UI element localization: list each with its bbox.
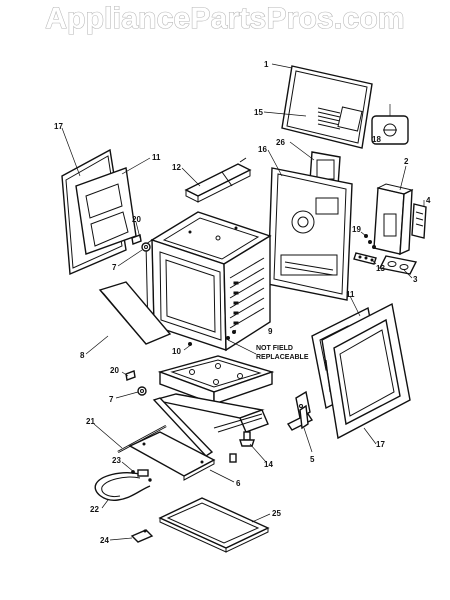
callout-7-lower: 7 <box>109 395 114 404</box>
callout-18: 18 <box>372 135 381 144</box>
part-rod-21 <box>117 424 167 454</box>
callout-25: 25 <box>272 509 281 518</box>
callout-12: 12 <box>172 163 181 172</box>
callout-8: 8 <box>80 351 85 360</box>
callout-5: 5 <box>310 455 315 464</box>
callout-22: 22 <box>90 505 99 514</box>
part-top-channel <box>184 157 252 203</box>
callout-11-left: 11 <box>152 153 161 162</box>
part-outer-door <box>321 302 411 440</box>
leader-lines <box>61 63 425 541</box>
callout-17-left: 17 <box>54 122 63 131</box>
callout-7-upper: 7 <box>112 263 117 272</box>
callout-21: 21 <box>86 417 95 426</box>
oven-cavity <box>145 211 272 352</box>
callout-2: 2 <box>404 157 409 166</box>
callout-13: 13 <box>376 264 385 273</box>
callout-4: 4 <box>426 196 431 205</box>
part-leveling-leg <box>229 431 255 463</box>
part-bracket-4 <box>411 203 427 239</box>
note-line-2: REPLACEABLE <box>256 354 309 361</box>
callout-19: 19 <box>352 225 361 234</box>
callout-17-right: 17 <box>376 440 385 449</box>
part-lower-frame <box>152 393 269 457</box>
part-screw-lower <box>125 370 147 396</box>
callout-26: 26 <box>276 138 285 147</box>
callout-1: 1 <box>264 60 269 69</box>
callout-15: 15 <box>254 108 263 117</box>
callout-20-upper: 20 <box>132 215 141 224</box>
part-drawer-pan <box>158 497 270 553</box>
callout-20-lower: 20 <box>110 366 119 375</box>
part-strain-relief <box>378 255 418 275</box>
part-bake-element <box>94 469 152 501</box>
part-oven-bottom <box>157 355 275 406</box>
callout-14: 14 <box>264 460 273 469</box>
callout-9: 9 <box>268 327 273 336</box>
part-door-hinge <box>286 390 314 431</box>
part-clip-24 <box>130 529 154 543</box>
part-screws-19 <box>353 234 377 265</box>
part-rear-panel <box>281 65 373 149</box>
part-screw-upper <box>131 234 151 252</box>
callout-3: 3 <box>413 275 418 284</box>
part-terminal-housing <box>373 183 414 256</box>
part-insulation-panel-8 <box>98 281 172 345</box>
note-line-1: NOT FIELD <box>256 345 293 352</box>
callout-6: 6 <box>236 479 241 488</box>
watermark: AppliancePartsPros.com <box>45 1 405 35</box>
callout-labels: 1 2 3 4 5 6 7 7 8 9 10 11 11 12 13 14 15… <box>54 60 431 545</box>
callout-24: 24 <box>100 536 109 545</box>
callout-23: 23 <box>112 456 121 465</box>
part-bottom-panel-6 <box>128 431 216 481</box>
callout-11-right: 11 <box>346 290 355 299</box>
part-back-panel <box>267 167 353 301</box>
callout-10: 10 <box>172 347 181 356</box>
callout-16: 16 <box>258 145 267 154</box>
